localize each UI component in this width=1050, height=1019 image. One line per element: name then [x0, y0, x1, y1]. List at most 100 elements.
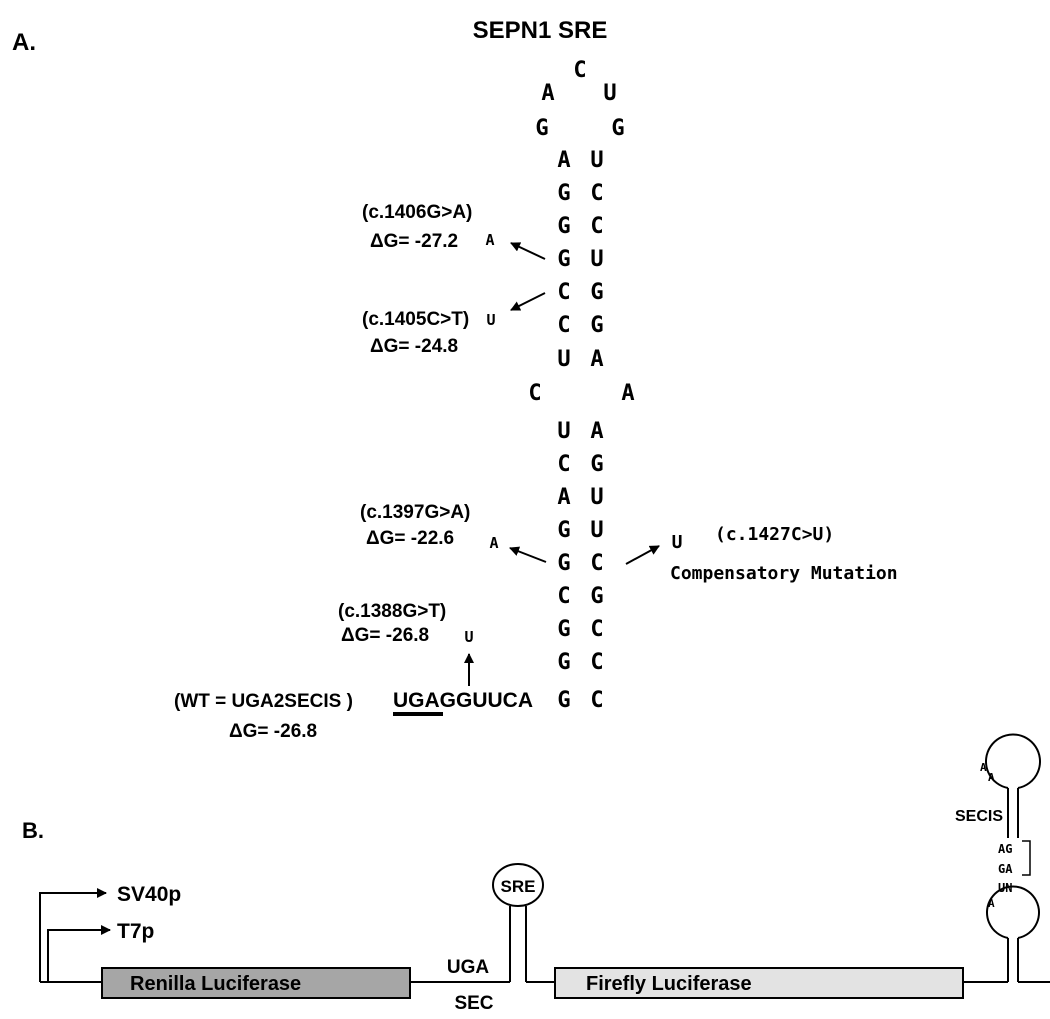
- stem-base-left: C: [557, 584, 570, 609]
- stem-base-left: C: [557, 313, 570, 338]
- mutation-base: U: [464, 628, 473, 646]
- mutation-delta-g: ΔG= -22.6: [366, 528, 454, 549]
- compensatory-label: Compensatory Mutation: [670, 563, 898, 584]
- stem-base-left: A: [557, 148, 570, 173]
- secis-bracket: [1022, 840, 1031, 876]
- stem-base-left: G: [557, 688, 570, 713]
- mutation-c1406: (c.1406G>A) ΔG= -27.2 A: [362, 202, 546, 260]
- hairpin-loop: C A U G G: [535, 58, 624, 141]
- firefly-label: Firefly Luciferase: [586, 973, 752, 995]
- stem-base-left: G: [557, 650, 570, 675]
- stem-base-left: G: [557, 214, 570, 239]
- stem-base-right: G: [590, 280, 603, 305]
- sre-loop: [492, 863, 544, 907]
- mutation-name: (c.1397G>A): [360, 502, 470, 523]
- stem-base-right: C: [590, 181, 603, 206]
- secis-base-a3: A: [988, 897, 995, 910]
- stem-base-left: G: [557, 617, 570, 642]
- renilla-label: Renilla Luciferase: [130, 973, 301, 995]
- sre-hairpin: SRE: [492, 863, 544, 982]
- mutation-base: A: [489, 534, 498, 552]
- mutation-delta-g: ΔG= -24.8: [370, 336, 458, 357]
- stem-base-right: C: [590, 214, 603, 239]
- secis-apical-loop: [985, 733, 1041, 789]
- secis-internal-loop: [986, 885, 1040, 939]
- stem-base-right: C: [590, 551, 603, 576]
- mutation-base: A: [485, 231, 494, 249]
- mutation-name: (c.1406G>A): [362, 202, 472, 223]
- stem-base-right: U: [590, 247, 603, 272]
- upper-stem: A U G C G C G U C G C G U A: [557, 148, 603, 372]
- mutation-delta-g: ΔG= -26.8: [341, 625, 429, 646]
- promoter-t7-label: T7p: [117, 920, 154, 943]
- mutation-arrow: [510, 292, 546, 311]
- mutation-arrow: [510, 242, 546, 260]
- uga-label: UGA: [447, 957, 490, 978]
- mutation-c1397: (c.1397G>A) ΔG= -22.6 A: [360, 502, 547, 563]
- panel-a-title: SEPN1 SRE: [473, 17, 608, 44]
- wildtype-delta-g: ΔG= -26.8: [229, 721, 317, 742]
- stem-base-right: U: [590, 485, 603, 510]
- loop-base-top: C: [573, 58, 586, 83]
- stem-base-left: G: [557, 518, 570, 543]
- loop-base-lower-left: G: [535, 116, 548, 141]
- stem-base-left: C: [557, 452, 570, 477]
- stem-base-right: G: [590, 452, 603, 477]
- sec-label: SEC: [454, 993, 493, 1014]
- mutation-name: (c.1405C>T): [362, 309, 469, 330]
- mutation-c1405: (c.1405C>T) U ΔG= -24.8: [362, 292, 546, 357]
- stem-base-right: C: [590, 617, 603, 642]
- stem-base-left: G: [557, 181, 570, 206]
- bulge-base-right: A: [621, 381, 634, 406]
- stem-base-left: U: [557, 419, 570, 444]
- renilla-box-rect: [101, 967, 411, 999]
- stem-base-left: U: [557, 347, 570, 372]
- t7-promoter-arrow: [47, 925, 111, 982]
- secis-base-a1: A: [980, 761, 987, 774]
- mutation-delta-g: ΔG= -27.2: [370, 231, 458, 252]
- wildtype-sequence-rest: GGUUCA: [440, 689, 533, 712]
- secis-base-a2: A: [988, 771, 995, 784]
- sre-label: SRE: [501, 877, 536, 896]
- mutation-base: U: [486, 311, 495, 329]
- secis-base-ag: AG: [998, 842, 1012, 856]
- loop-base-upper-right: U: [603, 81, 616, 106]
- stem-base-left: G: [557, 247, 570, 272]
- mutation-arrow: [625, 545, 660, 565]
- stem-base-left: A: [557, 485, 570, 510]
- panel-a-label: A.: [12, 29, 36, 56]
- stem-base-right: U: [590, 518, 603, 543]
- wildtype-sequence: UGAGGUUCA: [393, 689, 533, 712]
- stem-base-right: U: [590, 148, 603, 173]
- mutation-base: U: [672, 532, 683, 553]
- promoters: SV40p T7p: [39, 883, 181, 982]
- mutation-arrow: [509, 546, 547, 563]
- renilla-luciferase-box: Renilla Luciferase: [101, 967, 411, 999]
- stem-base-left: C: [557, 280, 570, 305]
- secis-base-un: UN: [998, 881, 1012, 895]
- secis-base-ga: GA: [998, 862, 1013, 876]
- wild-type: (WT = UGA2SECIS ) ΔG= -26.8 UGAGGUUCA: [174, 689, 533, 742]
- sv40-promoter-arrow: [39, 888, 107, 982]
- bulge-base-left: C: [528, 381, 541, 406]
- compensatory-mutation: U (c.1427C>U) Compensatory Mutation: [625, 524, 898, 584]
- stem-base-right: C: [590, 688, 603, 713]
- promoter-sv40-label: SV40p: [117, 883, 181, 906]
- stem-base-right: A: [590, 419, 603, 444]
- loop-base-lower-right: G: [611, 116, 624, 141]
- mutation-c1388: (c.1388G>T) ΔG= -26.8 U: [338, 601, 474, 686]
- secis-element: A A SECIS AG GA UN A: [955, 733, 1041, 982]
- wildtype-label: (WT = UGA2SECIS ): [174, 691, 353, 712]
- mutation-name: (c.1388G>T): [338, 601, 446, 622]
- lower-stem: U A C G A U G U G C C G G C G C G C: [557, 419, 603, 713]
- stem-base-right: G: [590, 584, 603, 609]
- firefly-luciferase-box: Firefly Luciferase: [554, 967, 964, 999]
- stem-base-right: C: [590, 650, 603, 675]
- stem-base-right: G: [590, 313, 603, 338]
- compensatory-name: (c.1427C>U): [715, 524, 834, 545]
- secis-label: SECIS: [955, 808, 1003, 825]
- loop-base-upper-left: A: [541, 81, 554, 106]
- panel-b-label: B.: [22, 818, 44, 843]
- firefly-box-rect: [554, 967, 964, 999]
